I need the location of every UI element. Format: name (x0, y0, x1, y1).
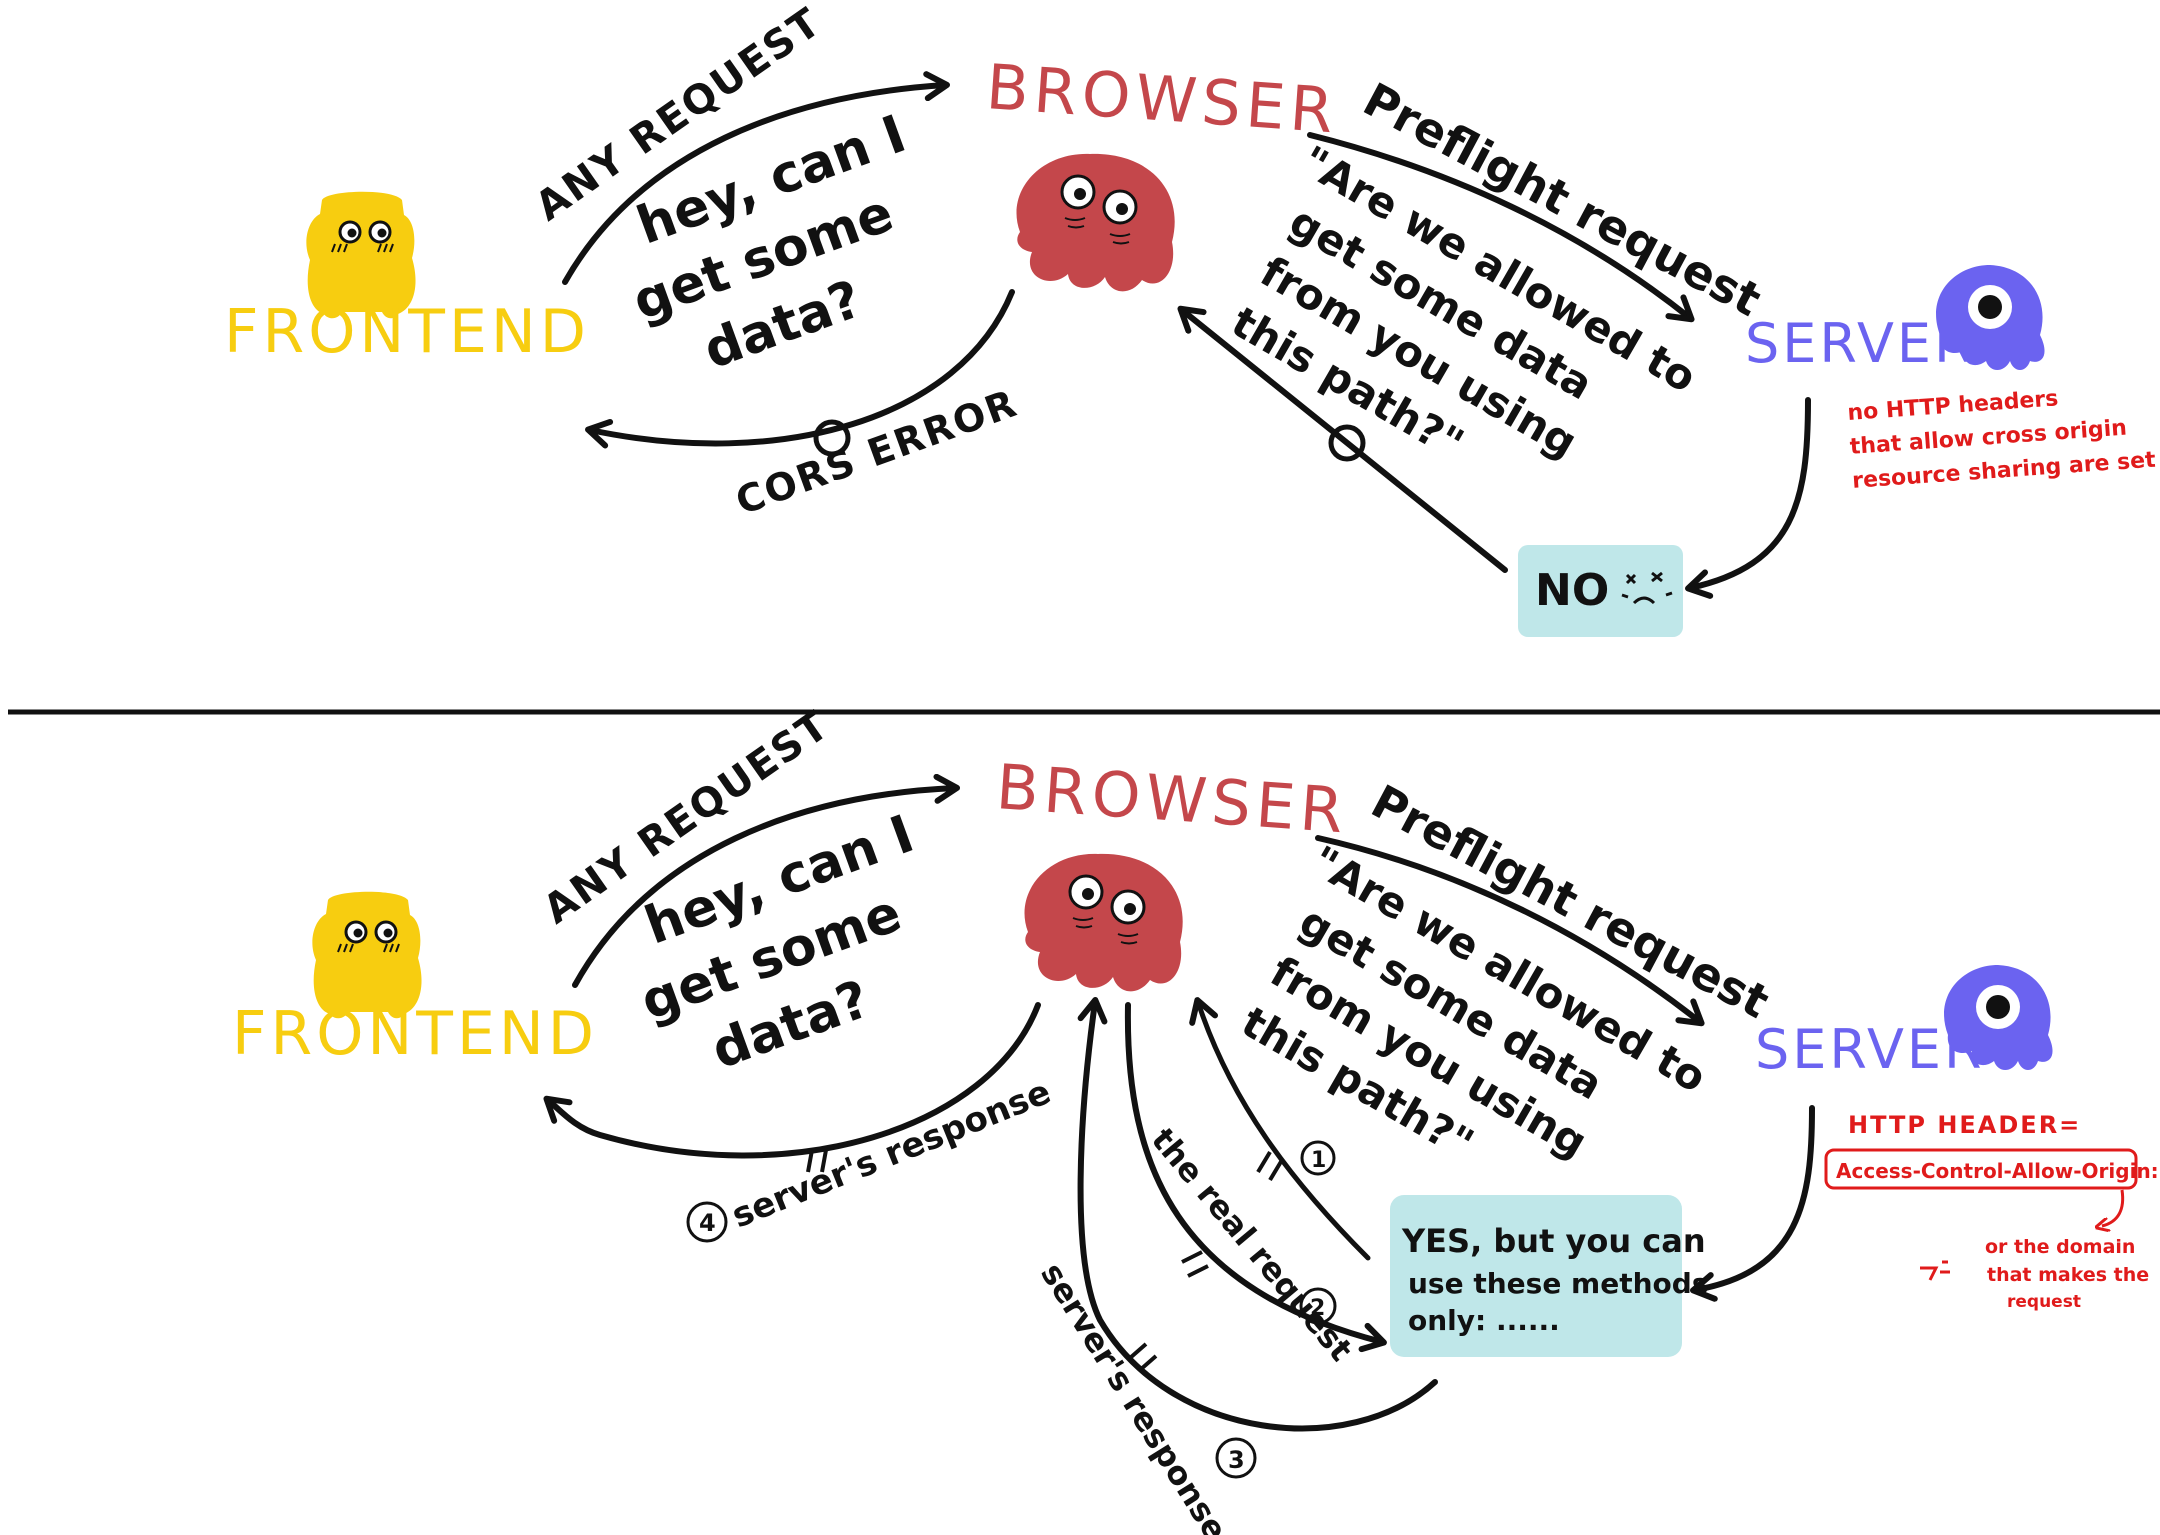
yes-response-line2: use these methods (1408, 1267, 1708, 1300)
http-header-title: HTTP HEADER= (1848, 1111, 2081, 1139)
alt-note-line1: or the domain (1985, 1236, 2135, 1258)
preflight-request-arrow-bottom (1315, 835, 1705, 1027)
preflight-request-arrow (1307, 132, 1695, 323)
step2-number: 2 (1310, 1296, 1325, 1321)
step4-arrow (543, 1002, 1041, 1159)
step1-number: 1 (1311, 1148, 1326, 1173)
server-label-bottom: SERVER (1755, 1018, 1985, 1081)
step2-badge (1299, 1287, 1337, 1325)
yes-response-line1: YES, but you can (1401, 1222, 1706, 1260)
http-header-value: Access-Control-Allow-Origin: * (1836, 1159, 2160, 1183)
server-character-icon (1936, 265, 2045, 370)
cors-error-blocked-marker (813, 419, 851, 457)
cors-error-curve (585, 289, 1015, 449)
no-response-box (1518, 545, 1683, 637)
header-note-arrow (2102, 1189, 2125, 1226)
step1-tick (1256, 1150, 1284, 1182)
step2-label: the real request (1144, 1121, 1360, 1369)
browser-character-icon-bottom (1024, 853, 1183, 992)
server-reply-curve (1685, 397, 1811, 599)
step3-tick (1128, 1342, 1158, 1372)
step3-badge (1215, 1437, 1257, 1479)
angry-face-icon (1621, 571, 1673, 605)
step3-label: server's response (1033, 1256, 1235, 1535)
step2-arrow (1124, 1002, 1387, 1353)
any-request-arrow (562, 71, 950, 285)
yes-response-line3: only: ...... (1408, 1304, 1560, 1337)
top-panel: FRONTEND ANY REQUEST hey, can I get some… (224, 0, 2157, 637)
no-blocked-marker (1328, 424, 1366, 462)
step1-arrow (1189, 997, 1371, 1261)
browser-label-bottom: BROWSER (994, 750, 1351, 847)
alt-note-line3: request (2007, 1292, 2081, 1312)
alt-note-line2: that makes the (1987, 1264, 2149, 1286)
step1-badge (1300, 1140, 1336, 1176)
server-reply-curve-bottom (1690, 1105, 1815, 1302)
step3-arrow (1077, 997, 1438, 1432)
frontend-label: FRONTEND (224, 297, 590, 367)
browser-character-icon (1016, 153, 1175, 292)
frontend-character-icon-bottom (312, 891, 422, 1019)
http-header-value-box (1824, 1148, 2138, 1190)
server-note: no HTTP headers that allow cross origin … (1847, 386, 2157, 494)
no-response-text: NO (1535, 565, 1609, 616)
step4-tick (806, 1149, 828, 1173)
cors-error-label: CORS ERROR (730, 381, 1023, 524)
browser-speech: "Are we allowed to get some data from yo… (1223, 136, 1704, 468)
any-request-arrow-bottom (572, 773, 960, 988)
yes-response-box (1390, 1195, 1682, 1357)
server-note-line1: no HTTP headers (1847, 386, 2059, 426)
server-to-no-arrow (1690, 400, 1808, 590)
server-label: SERVER (1745, 312, 1975, 375)
step2-tick (1181, 1250, 1209, 1278)
browser-label: BROWSER (984, 50, 1341, 147)
browser-speech-bottom: "Are we allowed to get some data from yo… (1233, 836, 1714, 1168)
server-character-icon-bottom (1944, 965, 2053, 1070)
step4-badge (686, 1201, 728, 1243)
frontend-character-icon (306, 191, 416, 319)
step3-number: 3 (1228, 1446, 1245, 1474)
step4-number: 4 (699, 1209, 716, 1237)
frontend-label-bottom: FRONTEND (232, 999, 598, 1069)
alt-note-mark-icon (1920, 1260, 1950, 1281)
bottom-panel: FRONTEND ANY REQUEST hey, can I get some… (232, 702, 2160, 1535)
alternative-origin-note: or the domain that makes the request (1985, 1236, 2149, 1312)
